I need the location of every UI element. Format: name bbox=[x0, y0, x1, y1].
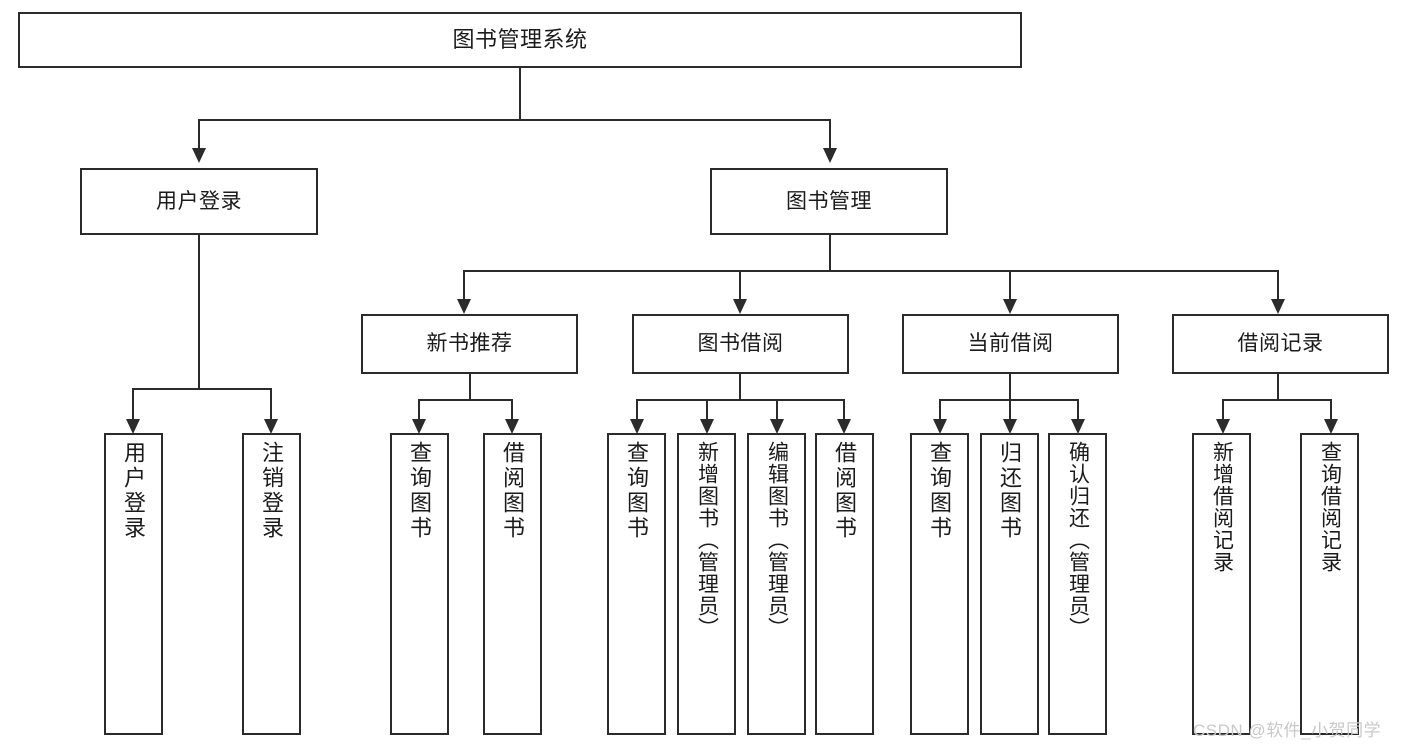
node-label: 当前借阅 bbox=[967, 332, 1054, 356]
node-label: 查询借阅记录 bbox=[1318, 441, 1342, 573]
node-label: 借阅图书 bbox=[832, 441, 858, 541]
node-root-system[interactable]: 图书管理系统 bbox=[18, 12, 1022, 68]
node-label: 注销登录 bbox=[259, 441, 285, 541]
node-borrow-record[interactable]: 借阅记录 bbox=[1172, 314, 1389, 374]
node-label: 图书管理系统 bbox=[452, 26, 588, 52]
connector-drop-user-login bbox=[198, 119, 200, 149]
node-label: 归还图书 bbox=[997, 441, 1023, 541]
node-current-borrow[interactable]: 当前借阅 bbox=[902, 314, 1119, 374]
node-label: 借阅记录 bbox=[1237, 332, 1324, 356]
connector-borrow-record-bus bbox=[1222, 399, 1332, 401]
connector-drop-book-manage bbox=[829, 119, 831, 149]
node-user-login[interactable]: 用户登录 bbox=[80, 168, 318, 235]
node-label: 用户登录 bbox=[121, 441, 147, 541]
arrowhead-query-book-2 bbox=[630, 419, 644, 434]
node-label: 查询图书 bbox=[927, 441, 953, 541]
connector-drop-borrow-book-2 bbox=[843, 399, 845, 420]
connector-root-bus bbox=[198, 119, 831, 121]
connector-book-borrow-bus bbox=[636, 399, 845, 401]
leaf-add-book-admin[interactable]: 新增图书（管理员） bbox=[677, 433, 736, 735]
connector-drop-borrow-book-1 bbox=[511, 399, 513, 420]
arrowhead-edit-book bbox=[770, 419, 784, 434]
connector-new-book-stem bbox=[469, 374, 471, 400]
arrowhead-add-record bbox=[1216, 419, 1230, 434]
csdn-watermark: CSDN @软件_小贺同学 bbox=[1193, 721, 1382, 740]
node-label: 编辑图书（管理员） bbox=[765, 441, 789, 639]
leaf-borrow-book-recommend[interactable]: 借阅图书 bbox=[483, 433, 542, 735]
node-label: 新书推荐 bbox=[426, 332, 513, 356]
arrowhead-query-record bbox=[1324, 419, 1338, 434]
connector-drop-query-book-1 bbox=[418, 399, 420, 420]
leaf-query-borrow-record[interactable]: 查询借阅记录 bbox=[1300, 433, 1359, 735]
connector-book-borrow-stem bbox=[739, 374, 741, 400]
arrowhead-confirm-return bbox=[1071, 419, 1085, 434]
node-book-borrow[interactable]: 图书借阅 bbox=[632, 314, 849, 374]
node-label: 新增图书（管理员） bbox=[695, 441, 719, 639]
connector-book-manage-stem bbox=[829, 235, 831, 271]
leaf-return-book[interactable]: 归还图书 bbox=[980, 433, 1039, 735]
arrowhead-query-book-3 bbox=[933, 419, 947, 434]
connector-drop-query-book-3 bbox=[939, 399, 941, 420]
connector-new-book-bus bbox=[418, 399, 513, 401]
connector-borrow-record-stem bbox=[1277, 374, 1279, 400]
connector-drop-edit-book bbox=[776, 399, 778, 420]
arrowhead-query-book-1 bbox=[412, 419, 426, 434]
arrowhead-borrow-record bbox=[1271, 299, 1285, 314]
arrowhead-borrow-book-2 bbox=[837, 419, 851, 434]
node-label: 新增借阅记录 bbox=[1210, 441, 1234, 573]
connector-drop-current-borrow bbox=[1009, 270, 1011, 300]
arrowhead-leaf-user-login bbox=[126, 419, 140, 434]
connector-drop-borrow-record bbox=[1277, 270, 1279, 300]
leaf-confirm-return-admin[interactable]: 确认归还（管理员） bbox=[1048, 433, 1107, 735]
node-label: 查询图书 bbox=[624, 441, 650, 541]
arrowhead-book-borrow bbox=[733, 299, 747, 314]
connector-drop-new-book bbox=[463, 270, 465, 300]
connector-drop-query-record bbox=[1330, 399, 1332, 420]
arrowhead-current-borrow bbox=[1003, 299, 1017, 314]
node-new-book-recommend[interactable]: 新书推荐 bbox=[361, 314, 578, 374]
connector-current-borrow-stem bbox=[1009, 374, 1011, 400]
connector-user-login-bus bbox=[132, 388, 271, 390]
arrowhead-new-book bbox=[457, 299, 471, 314]
leaf-logout[interactable]: 注销登录 bbox=[242, 433, 301, 735]
node-label: 借阅图书 bbox=[500, 441, 526, 541]
connector-drop-leaf-user-login bbox=[132, 388, 134, 420]
node-label: 用户登录 bbox=[156, 189, 242, 213]
leaf-borrow-book[interactable]: 借阅图书 bbox=[815, 433, 874, 735]
leaf-query-book-borrow[interactable]: 查询图书 bbox=[607, 433, 666, 735]
connector-drop-leaf-logout bbox=[270, 388, 272, 420]
connector-drop-book-borrow bbox=[739, 270, 741, 300]
connector-level3-bus bbox=[463, 270, 1278, 272]
arrowhead-return-book bbox=[1003, 419, 1017, 434]
node-label: 图书借阅 bbox=[697, 332, 784, 356]
connector-root-stem bbox=[519, 68, 521, 120]
leaf-add-borrow-record[interactable]: 新增借阅记录 bbox=[1192, 433, 1251, 735]
arrowhead-leaf-logout bbox=[264, 419, 278, 434]
arrowhead-add-book bbox=[700, 419, 714, 434]
arrowhead-book-manage bbox=[823, 148, 837, 163]
connector-user-login-stem bbox=[198, 235, 200, 389]
connector-drop-query-book-2 bbox=[636, 399, 638, 420]
connector-drop-add-record bbox=[1222, 399, 1224, 420]
node-label: 图书管理 bbox=[786, 189, 872, 213]
leaf-user-login[interactable]: 用户登录 bbox=[104, 433, 163, 735]
arrowhead-borrow-book-1 bbox=[505, 419, 519, 434]
leaf-query-book-recommend[interactable]: 查询图书 bbox=[390, 433, 449, 735]
node-book-management[interactable]: 图书管理 bbox=[710, 168, 948, 235]
connector-drop-return-book bbox=[1009, 399, 1011, 420]
leaf-edit-book-admin[interactable]: 编辑图书（管理员） bbox=[747, 433, 806, 735]
node-label: 确认归还（管理员） bbox=[1066, 441, 1090, 639]
leaf-query-book-current[interactable]: 查询图书 bbox=[910, 433, 969, 735]
connector-drop-confirm-return bbox=[1077, 399, 1079, 420]
node-label: 查询图书 bbox=[407, 441, 433, 541]
arrowhead-user-login bbox=[192, 148, 206, 163]
connector-drop-add-book bbox=[706, 399, 708, 420]
